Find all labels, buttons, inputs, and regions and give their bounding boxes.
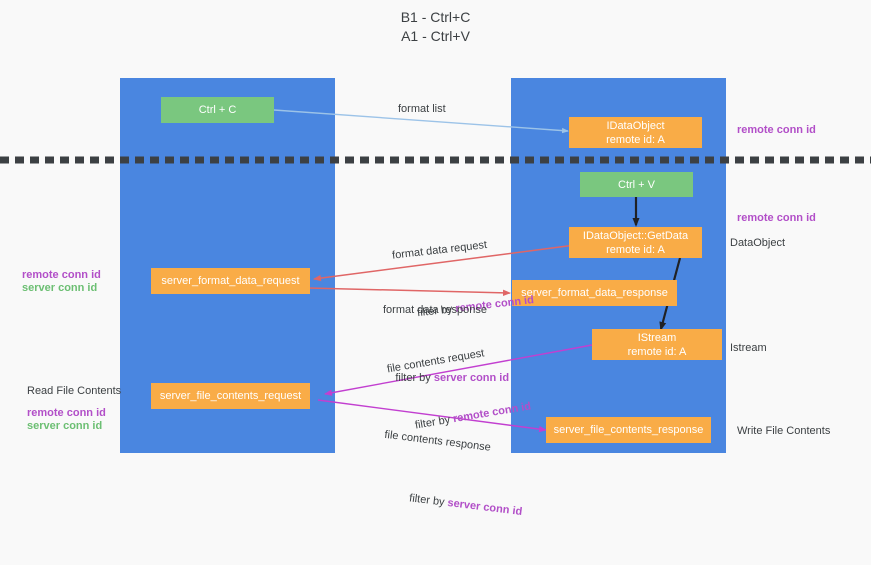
side-label-left-bottom-remote-conn-id: remote conn id: [27, 407, 106, 419]
edge-label-file-contents-response-filter: filter by server conn id: [408, 492, 523, 519]
side-label-istream: Istream: [730, 342, 767, 354]
node-idataobject[interactable]: IDataObject remote id: A: [569, 117, 702, 148]
node-server-format-data-response[interactable]: server_format_data_response: [512, 280, 677, 306]
side-label-left-server-conn-id: server conn id: [22, 282, 98, 294]
diagram-canvas: B1 - Ctrl+C A1 - Ctrl+V B1 connection A1…: [0, 9, 871, 518]
node-ctrl-c[interactable]: Ctrl + C: [161, 97, 274, 123]
edge-label-format-data-request-text: format data request: [391, 239, 488, 262]
side-label-remote-conn-id-top: remote conn id: [737, 124, 816, 136]
section-divider: [0, 156, 871, 164]
edge-label-format-data-response-text: format data response: [383, 304, 487, 316]
diagram-title: B1 - Ctrl+C A1 - Ctrl+V: [400, 9, 471, 44]
edge-label-file-contents-request-text: file contents request: [386, 347, 486, 376]
edge-label-format-data-response-filter: filter by server conn id: [395, 372, 510, 384]
node-server-file-contents-request[interactable]: server_file_contents_request: [151, 383, 310, 409]
side-label-dataobject: DataObject: [730, 237, 786, 249]
hl-server-conn-id: server conn id: [433, 372, 510, 384]
hl-server-conn-id: server conn id: [446, 496, 523, 519]
node-server-file-contents-response[interactable]: server_file_contents_response: [546, 417, 711, 443]
side-label-remote-conn-id-mid: remote conn id: [737, 212, 816, 224]
edge-label-format-data-response: format data response filter by server co…: [383, 273, 509, 431]
node-istream[interactable]: IStream remote id: A: [592, 329, 722, 360]
node-server-format-data-request[interactable]: server_format_data_request: [151, 268, 310, 294]
side-label-read-file-contents: Read File Contents: [27, 385, 122, 397]
side-label-left-remote-conn-id: remote conn id: [22, 269, 101, 281]
edge-label-file-contents-response: file contents response filter by server …: [371, 398, 534, 565]
side-label-left-bottom-server-conn-id: server conn id: [27, 420, 103, 432]
edge-label-file-contents-response-text: file contents response: [383, 428, 492, 454]
edge-label-format-list: format list: [398, 103, 446, 115]
side-label-write-file-contents: Write File Contents: [737, 425, 831, 437]
node-ctrl-v[interactable]: Ctrl + V: [580, 172, 693, 197]
node-idataobject-getdata[interactable]: IDataObject::GetData remote id: A: [569, 227, 702, 258]
